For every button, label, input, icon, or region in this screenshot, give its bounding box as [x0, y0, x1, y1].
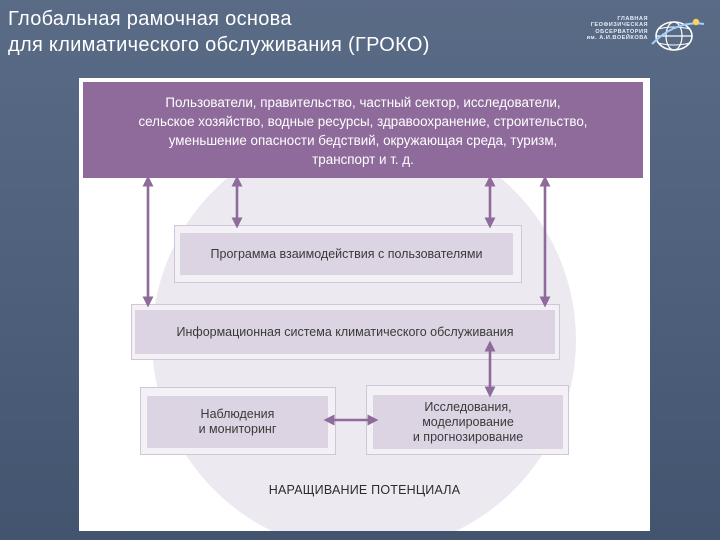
- observations-monitoring-box: Наблюдения и мониторинг: [147, 396, 328, 448]
- slide-title-line-2: для климатического обслуживания (ГРОКО): [8, 34, 430, 56]
- users-line-2: сельское хозяйство, водные ресурсы, здра…: [138, 114, 588, 129]
- research-line-1: Исследования,: [424, 399, 512, 414]
- upi-label: Программа взаимодействия с пользователям…: [210, 246, 483, 261]
- users-line-3: уменьшение опасности бедствий, окружающа…: [168, 133, 558, 148]
- connector-arrows: [142, 175, 551, 426]
- capacity-development-label: НАРАЩИВАНИЕ ПОТЕНЦИАЛА: [268, 483, 461, 497]
- csis-label: Информационная система климатического об…: [176, 324, 514, 339]
- diagram-canvas: Пользователи, правительство, частный сек…: [79, 78, 650, 531]
- logo-text: ГЛАВНАЯ ГЕОФИЗИЧЕСКАЯ ОБСЕРВАТОРИЯ им. А…: [560, 16, 648, 42]
- slide-title-line-1: Глобальная рамочная основа: [8, 8, 292, 30]
- logo-text-line-4: им. А.И.ВОЕЙКОВА: [586, 35, 648, 42]
- logo-text-line-1: ГЛАВНАЯ: [617, 16, 648, 22]
- slide-title: Глобальная рамочная основа для климатиче…: [8, 6, 548, 58]
- research-modelling-prediction-box: Исследования, моделирование и прогнозиро…: [373, 395, 563, 449]
- observatory-logo: ГЛАВНАЯ ГЕОФИЗИЧЕСКАЯ ОБСЕРВАТОРИЯ им. А…: [560, 10, 710, 58]
- logo-text-line-2: ГЕОФИЗИЧЕСКАЯ: [590, 22, 648, 29]
- user-interface-programme-box: Программа взаимодействия с пользователям…: [180, 233, 513, 275]
- logo-text-line-3: ОБСЕРВАТОРИЯ: [595, 28, 648, 35]
- users-box: Пользователи, правительство, частный сек…: [83, 82, 643, 178]
- research-line-3: и прогнозирование: [412, 429, 524, 444]
- globe-logo-icon: [651, 18, 705, 51]
- research-line-2: моделирование: [422, 414, 514, 429]
- users-line-4: транспорт и т. д.: [312, 152, 414, 167]
- observations-line-2: и мониторинг: [198, 422, 277, 436]
- users-line-1: Пользователи, правительство, частный сек…: [165, 95, 561, 110]
- observations-line-1: Наблюдения: [200, 407, 275, 421]
